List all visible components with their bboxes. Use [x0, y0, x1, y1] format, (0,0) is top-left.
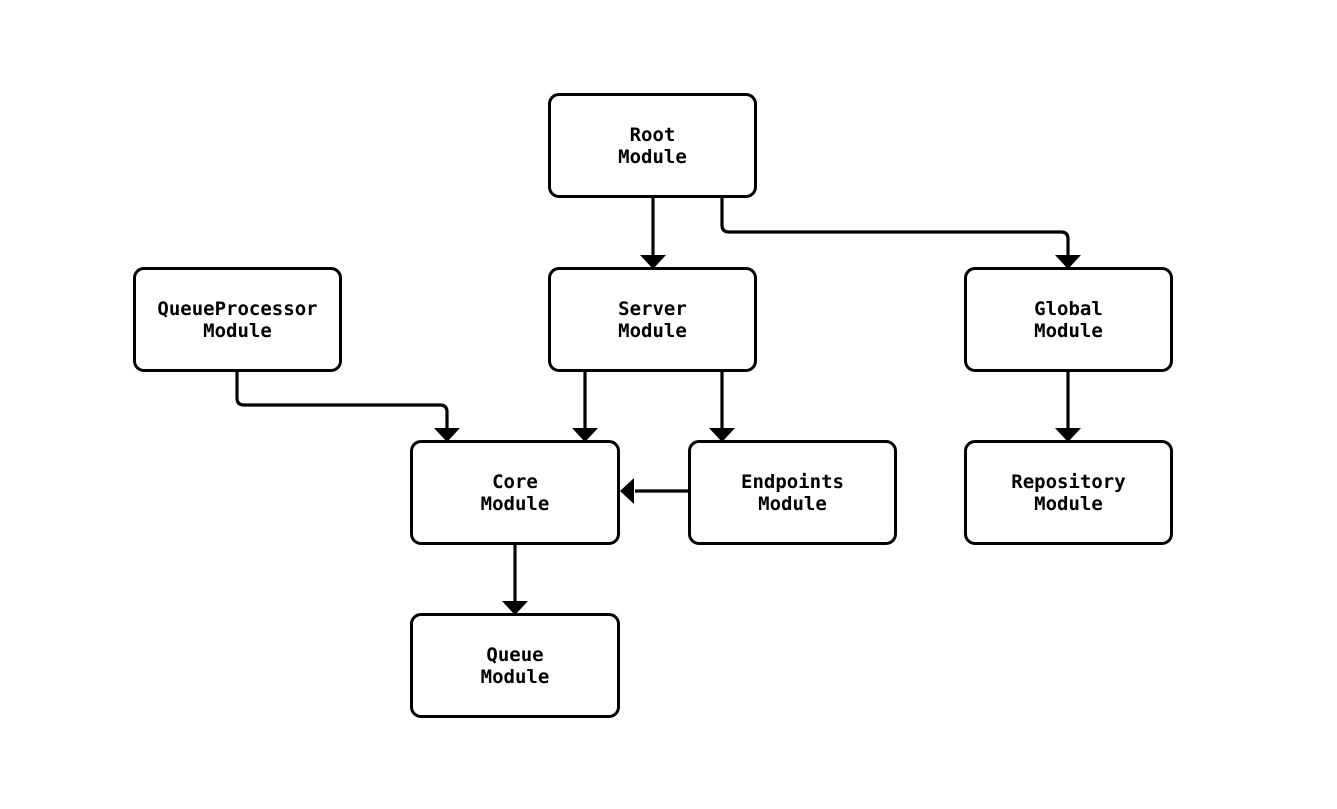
node-label-line2: Module [1034, 492, 1103, 515]
node-label-line2: Module [758, 492, 827, 515]
node-label-line1: Root [629, 123, 676, 146]
edge-queueprocessor-to-core [235, 372, 460, 442]
node-global-module: Global Module [964, 267, 1173, 372]
node-label-line1: QueueProcessor [157, 297, 318, 320]
node-queue-module: Queue Module [410, 613, 620, 718]
node-queueprocessor-module: QueueProcessor Module [133, 267, 342, 372]
node-root-module: Root Module [548, 93, 757, 198]
node-label-line1: Global [1034, 297, 1103, 320]
edge-root-to-server [640, 198, 666, 269]
node-label-line2: Module [618, 319, 687, 342]
edge-core-to-queue [502, 545, 528, 615]
edge-server-to-core [572, 372, 598, 442]
node-repository-module: Repository Module [964, 440, 1173, 545]
node-label-line2: Module [203, 319, 272, 342]
edge-root-to-global [720, 198, 1081, 269]
node-label-line1: Core [492, 470, 538, 493]
node-label-line1: Queue [486, 643, 544, 666]
node-endpoints-module: Endpoints Module [688, 440, 897, 545]
node-label-line2: Module [480, 665, 550, 688]
node-label-line1: Endpoints [741, 470, 844, 493]
edge-server-to-endpoints [709, 372, 735, 442]
edge-global-to-repository [1055, 372, 1081, 442]
node-label-line2: Module [480, 492, 550, 515]
node-core-module: Core Module [410, 440, 620, 545]
edge-endpoints-to-core [620, 478, 688, 504]
node-label-line1: Server [618, 297, 687, 320]
node-label-line2: Module [618, 145, 687, 168]
node-label-line1: Repository [1011, 470, 1126, 493]
node-label-line2: Module [1034, 319, 1103, 342]
node-server-module: Server Module [548, 267, 757, 372]
